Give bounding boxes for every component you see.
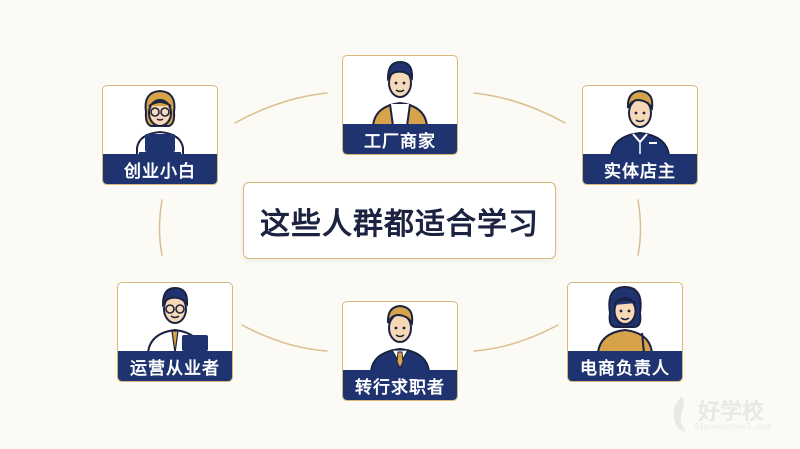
watermark: 好学校 91goodschool.com <box>668 392 788 442</box>
card-startup-beginner: 创业小白 <box>102 85 218 185</box>
arc-bottom-right <box>473 324 559 352</box>
card-label: 工厂商家 <box>343 124 457 154</box>
card-career-changer: 转行求职者 <box>342 301 458 401</box>
watermark-text: 好学校 <box>698 400 765 425</box>
center-title-box: 这些人群都适合学习 <box>243 182 556 259</box>
man-suit-icon <box>369 304 431 372</box>
center-title: 这些人群都适合学习 <box>260 206 539 242</box>
watermark-logo-icon <box>673 396 686 432</box>
card-ecommerce-manager: 电商负责人 <box>567 282 683 382</box>
man-apron-icon <box>371 60 429 126</box>
woman-laptop-icon <box>136 89 184 156</box>
arc-right <box>637 199 642 256</box>
card-operations-professional: 运营从业者 <box>117 282 233 382</box>
card-label: 电商负责人 <box>568 351 682 381</box>
arc-left <box>158 199 163 256</box>
card-factory-merchant: 工厂商家 <box>342 55 458 155</box>
man-uniform-icon <box>609 89 671 156</box>
watermark-url: 91goodschool.com <box>694 422 772 431</box>
arc-top-right <box>473 92 566 124</box>
card-label: 转行求职者 <box>343 370 457 400</box>
card-store-owner: 实体店主 <box>582 85 698 185</box>
arc-bottom-left <box>241 324 328 352</box>
card-label: 实体店主 <box>583 154 697 184</box>
arc-top-left <box>234 92 328 124</box>
card-label: 运营从业者 <box>118 351 232 381</box>
man-glasses-laptop-icon <box>146 286 208 353</box>
woman-short-hair-icon <box>596 285 654 353</box>
card-label: 创业小白 <box>103 154 217 184</box>
